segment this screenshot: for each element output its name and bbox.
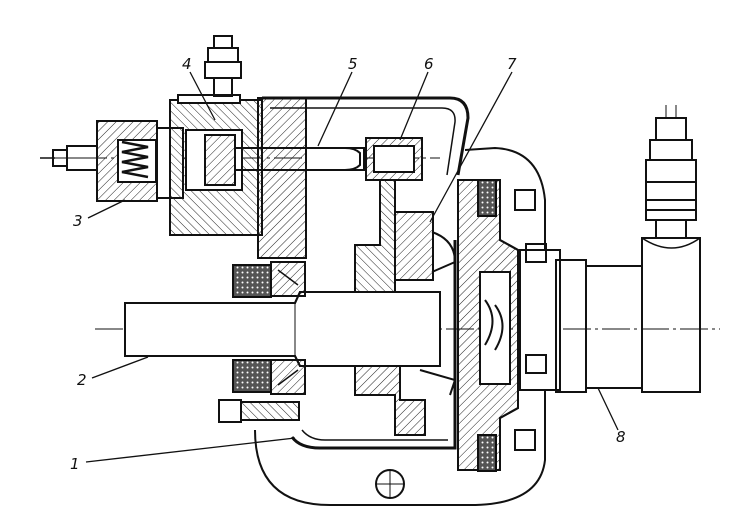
main-shaft xyxy=(124,291,441,367)
upper-cover xyxy=(262,96,470,176)
valve-assembly xyxy=(40,94,263,236)
housing-outer xyxy=(254,146,546,506)
housing-lower-wall xyxy=(290,240,457,450)
drain-plug xyxy=(375,469,405,499)
callout-label-6: 6 xyxy=(424,55,434,73)
upper-flange xyxy=(257,97,307,259)
gear-disk xyxy=(394,211,457,281)
valve-spring xyxy=(121,140,149,179)
leader-lines xyxy=(85,71,619,463)
motor-housing xyxy=(519,237,701,393)
lower-rotor xyxy=(354,365,457,436)
left-seal xyxy=(232,261,306,395)
callout-label-7: 7 xyxy=(507,55,517,73)
callout-label-1: 1 xyxy=(70,455,80,473)
callout-label-8: 8 xyxy=(616,428,626,446)
callout-label-5: 5 xyxy=(348,55,358,73)
left-bolt xyxy=(218,399,300,423)
callout-label-4: 4 xyxy=(182,55,192,73)
coupling xyxy=(354,137,423,293)
right-top-fitting xyxy=(645,105,697,239)
callout-label-2: 2 xyxy=(77,371,87,389)
top-fitting xyxy=(204,35,242,97)
callout-label-3: 3 xyxy=(73,212,83,230)
right-flange xyxy=(457,179,536,472)
